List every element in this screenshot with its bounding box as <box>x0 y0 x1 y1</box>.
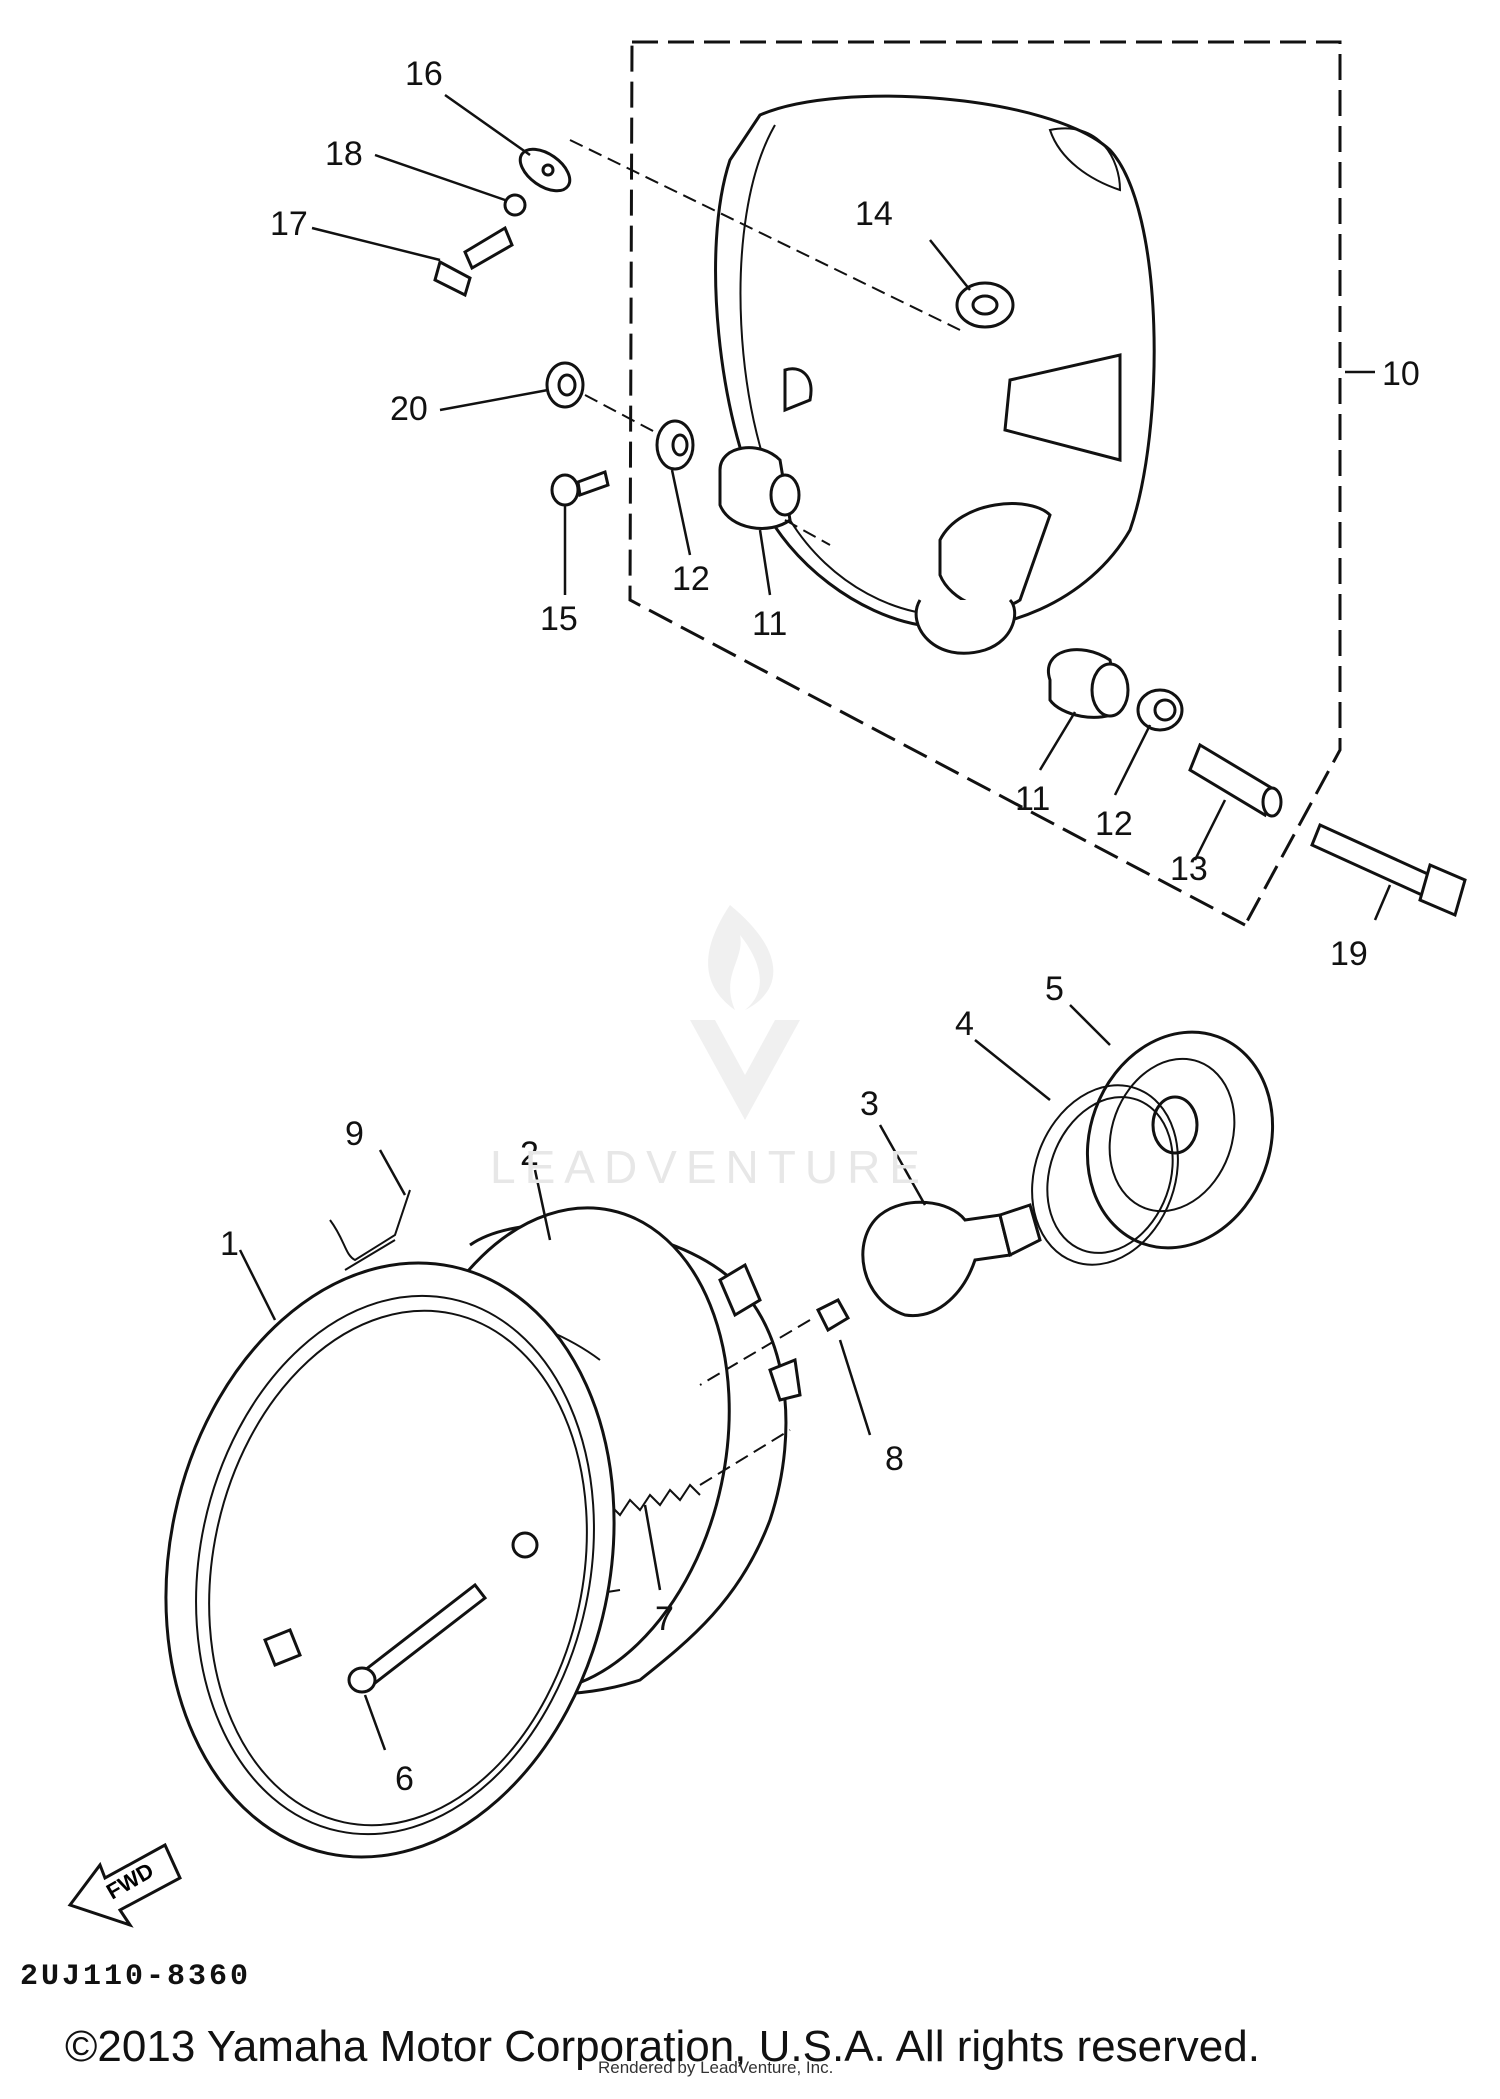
part-8-adjust-nut <box>815 1298 851 1333</box>
callout-5: 5 <box>1045 970 1064 1008</box>
copyright-notice: ©2013 Yamaha Motor Corporation, U.S.A. A… <box>65 2022 1260 2071</box>
headlight-housing <box>714 94 1156 655</box>
leader-12b <box>1113 724 1152 796</box>
leader-7 <box>643 1504 662 1591</box>
leader-11b <box>1038 711 1077 771</box>
callout-13: 13 <box>1170 850 1208 888</box>
leader-2 <box>533 1169 552 1241</box>
callout-11-lower: 11 <box>1015 780 1050 818</box>
callout-15: 15 <box>540 600 578 638</box>
rendered-by-notice: Rendered by LeadVenture, Inc. <box>598 2058 834 2077</box>
leader-5 <box>1069 1004 1111 1046</box>
callout-6: 6 <box>395 1760 414 1798</box>
leader-1 <box>238 1249 277 1321</box>
callout-11-upper: 11 <box>752 605 787 643</box>
leader-4 <box>974 1039 1051 1101</box>
callout-18: 18 <box>325 135 363 173</box>
part-12-washer-upper <box>655 419 695 471</box>
callout-10: 10 <box>1382 355 1420 393</box>
leader-16 <box>444 93 531 157</box>
part-6-screw <box>347 1582 488 1694</box>
bolt-17-assembly-line <box>569 139 961 331</box>
collar-20-assembly-line <box>584 394 671 441</box>
housing-assembly-boundary <box>628 40 1342 927</box>
part-17-bolt <box>433 225 514 298</box>
part-5-bulb-socket-cover <box>1085 1030 1275 1250</box>
part-15-screw <box>550 470 610 507</box>
callout-4: 4 <box>955 1005 974 1043</box>
part-19-long-bolt <box>1310 822 1467 918</box>
part-16-plate <box>518 147 572 193</box>
leader-11a <box>758 529 772 596</box>
part-9-spring-clip <box>329 1189 411 1271</box>
callout-12-upper: 12 <box>672 560 710 598</box>
leader-6 <box>363 1694 387 1751</box>
callout-17: 17 <box>270 205 308 243</box>
part-11-grommet-lower <box>1046 648 1130 719</box>
leader-19 <box>1373 884 1392 921</box>
callout-2: 2 <box>520 1135 539 1173</box>
leader-8 <box>838 1339 872 1436</box>
callout-7: 7 <box>655 1600 674 1638</box>
fwd-arrow-icon: FWD <box>67 1842 182 1928</box>
leadventure-watermark-logo <box>690 905 800 1120</box>
part-20-collar <box>545 361 585 409</box>
part-12-washer-lower <box>1136 688 1184 732</box>
leader-12a <box>670 469 692 556</box>
callout-14: 14 <box>855 195 893 233</box>
part-3-bulb <box>861 1200 1042 1318</box>
part-4-retaining-ring <box>1031 1084 1179 1266</box>
part-1-headlight-rim <box>164 1261 616 1859</box>
callout-8: 8 <box>885 1440 904 1478</box>
leader-18 <box>374 153 506 202</box>
callout-20: 20 <box>390 390 428 428</box>
leader-17 <box>311 226 441 262</box>
part-18-washer <box>503 193 527 217</box>
part-11-grommet-upper <box>718 446 801 530</box>
leader-20 <box>439 388 549 412</box>
grommet-11-assembly-line <box>784 519 831 546</box>
callout-3: 3 <box>860 1085 879 1123</box>
leader-3 <box>878 1124 927 1206</box>
part-13-collar-tube <box>1188 742 1283 818</box>
nut-8-assembly-line <box>699 1319 811 1386</box>
callout-9: 9 <box>345 1115 364 1153</box>
part-7-spring <box>599 1483 701 1521</box>
leader-14 <box>929 239 971 291</box>
leader-13 <box>1193 799 1227 861</box>
watermark-text: LEADVENTURE <box>490 1141 929 1193</box>
diagram-code: 2UJ110-8360 <box>20 1960 252 1994</box>
callout-1: 1 <box>220 1225 239 1263</box>
callout-16: 16 <box>405 55 443 93</box>
callout-12-lower: 12 <box>1095 805 1133 843</box>
callout-19: 19 <box>1330 935 1368 973</box>
leader-9 <box>378 1149 407 1196</box>
